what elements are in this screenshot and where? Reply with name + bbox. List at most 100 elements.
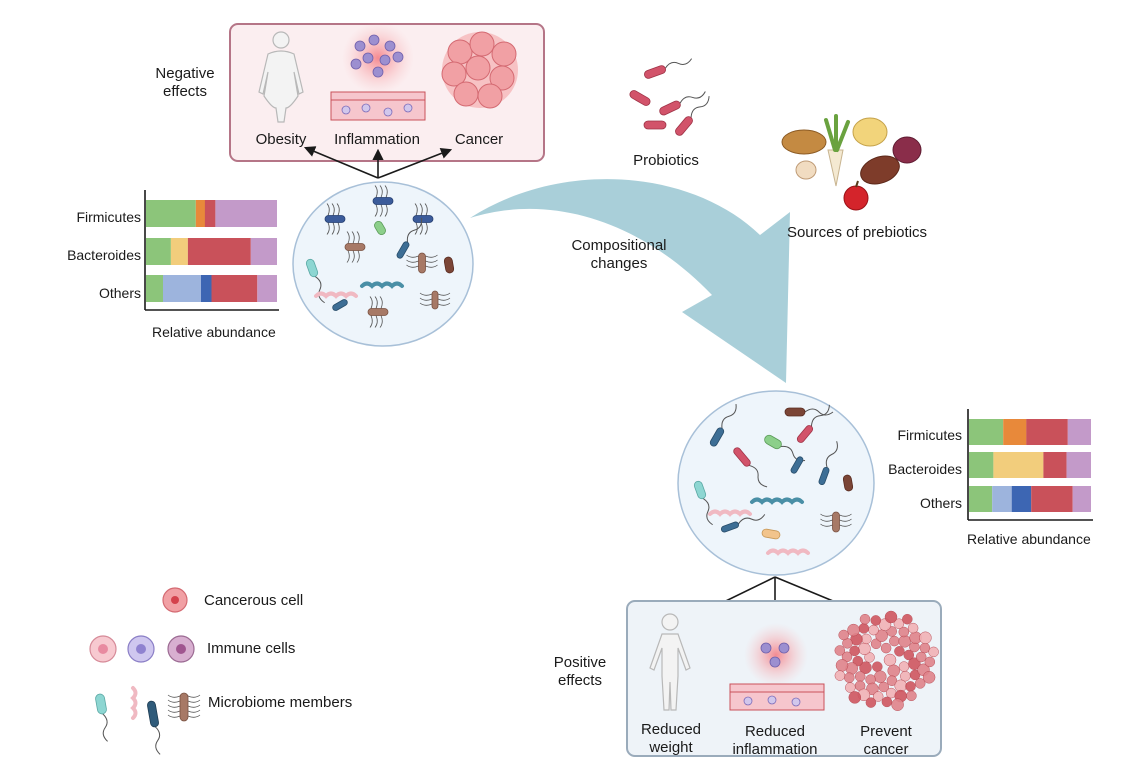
flagellated-bacterium	[396, 217, 423, 259]
cancer-cell-dot	[891, 698, 904, 711]
probiotic-bacterium	[644, 58, 693, 79]
cancer-cell-dot	[849, 645, 860, 657]
cancer-cell-dot	[884, 610, 898, 624]
bar-segment-others-2	[201, 275, 212, 302]
rod-bacterium	[842, 474, 854, 492]
probiotic-bacterium	[675, 96, 710, 136]
flagellated-bacterium	[693, 480, 713, 526]
bar-segment-bacteroides-3	[250, 238, 277, 265]
cancer-cell-dot	[898, 661, 910, 672]
bar-segment-others-4	[1072, 486, 1091, 512]
reduced-inflammation-label: Reduced inflammation	[732, 723, 818, 758]
cancer-cell-dot	[878, 681, 890, 693]
cancer-label: Cancer	[454, 131, 504, 148]
rod-bacterium	[332, 299, 348, 311]
cancer-cell-dot	[928, 646, 939, 658]
cancer-cell-dot	[898, 626, 910, 638]
rod-bacterium	[324, 203, 346, 235]
legend-immune-cells-label: Immune cells	[207, 640, 296, 657]
cocci-bacterium	[374, 221, 386, 235]
prebiotic-foods-icon	[781, 114, 922, 211]
cancer-cell-dot	[889, 635, 900, 647]
cancer-cell-dot	[854, 671, 866, 682]
cancer-cell-dot	[903, 649, 915, 661]
rod-bacterium	[367, 296, 389, 328]
probiotics-label: Probiotics	[633, 152, 699, 169]
legend-flagellated-bacterium	[95, 693, 108, 742]
bar-segment-bacteroides-2	[187, 238, 251, 265]
bar-segment-others-1	[163, 275, 201, 302]
bar-segment-bacteroides-2	[1043, 452, 1067, 478]
bar-segment-others-0	[146, 275, 163, 302]
cancer-cell-dot	[872, 691, 884, 702]
cancer-cell-dot	[861, 633, 872, 645]
rod-bacterium	[406, 252, 438, 274]
positive-effects-heading: Positive effects	[553, 654, 607, 689]
bar-segment-bacteroides-1	[993, 452, 1044, 478]
cancer-cell-dot	[880, 642, 892, 654]
healthy-bacteria-group	[693, 404, 854, 556]
rod-bacterium	[372, 185, 394, 217]
inflammation-label: Inflammation	[334, 131, 420, 148]
legend-microbiome-members-label: Microbiome members	[208, 694, 353, 711]
chart2-category-firmicutes: Firmicutes	[897, 427, 962, 443]
cancer-cell-dot	[865, 697, 877, 708]
rod-bacterium	[419, 290, 451, 310]
rod-bacterium	[344, 231, 366, 263]
cancer-cell-dot	[914, 678, 926, 689]
cancer-cell-dot	[858, 642, 871, 656]
chart2-xlabel: Relative abundance	[967, 531, 1091, 547]
spirochete	[766, 548, 810, 556]
bar-segment-others-3	[211, 275, 258, 302]
cancer-cell-dot	[835, 659, 849, 672]
cancer-cell-dot	[907, 622, 919, 634]
cancer-cell-dot	[924, 656, 936, 668]
compositional-changes-label: Compositional changes	[571, 237, 667, 272]
cocci-bacterium	[761, 528, 781, 540]
dispersing-cancer-icon	[834, 610, 939, 711]
bar-segment-firmicutes-1	[1003, 419, 1027, 445]
chart1-xlabel: Relative abundance	[152, 324, 276, 340]
probiotic-bacterium	[643, 120, 667, 130]
cancer-cell-dot	[834, 670, 846, 681]
cancer-cell-dot	[893, 618, 905, 629]
flagellated-bacterium	[305, 258, 325, 304]
bar-segment-others-3	[1031, 486, 1073, 512]
cancer-cell-dot	[834, 645, 846, 656]
cancer-cell-dot	[845, 682, 856, 693]
cancer-cluster-icon	[441, 31, 518, 109]
prebiotics-label: Sources of prebiotics	[786, 224, 928, 241]
cancer-cell-dot	[858, 623, 870, 634]
spirochete	[314, 291, 358, 299]
inflammation-icon	[330, 22, 426, 121]
cancer-cell-dot	[883, 653, 897, 667]
probiotics-icon	[629, 58, 710, 136]
chart1-category-bacteroides: Bacteroides	[67, 247, 141, 263]
cancer-cell-dot	[859, 661, 872, 674]
legend-spirochete	[130, 686, 138, 720]
chart1-category-others: Others	[98, 285, 141, 301]
cancer-cell-dot	[848, 691, 862, 704]
cancer-cell-dot	[870, 615, 882, 626]
cancer-cell-dot	[902, 613, 913, 625]
legend-cancer-cell-label: Cancerous cell	[204, 592, 304, 609]
cancer-cell-dot	[906, 690, 917, 702]
rod-bacterium	[820, 511, 852, 533]
bar-segment-others-0	[969, 486, 993, 512]
bar-segment-bacteroides-3	[1066, 452, 1091, 478]
spirochete	[360, 281, 404, 289]
spirochete	[750, 497, 804, 505]
cancer-cell-dot	[868, 624, 879, 636]
legend-microbiome-members-icon	[95, 686, 201, 755]
bar-segment-others-1	[992, 486, 1012, 512]
probiotic-bacterium	[629, 90, 651, 106]
reduced-inflammation-icon	[729, 623, 825, 711]
bar-segment-firmicutes-3	[1067, 419, 1091, 445]
probiotic-bacterium	[659, 91, 706, 116]
healthy-body-icon	[649, 613, 691, 711]
cancer-cell-dot	[887, 664, 900, 678]
spirochete	[708, 509, 752, 517]
cancer-cell-dot	[838, 629, 849, 641]
